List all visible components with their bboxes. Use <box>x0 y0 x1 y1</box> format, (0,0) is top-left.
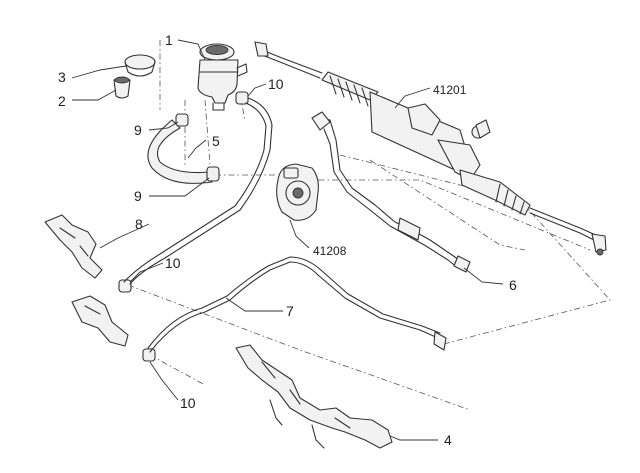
reservoir-part-1 <box>197 43 248 111</box>
callout-5: 5 <box>212 133 220 149</box>
callout-10-upper: 10 <box>268 76 284 92</box>
clamps-part-10 <box>118 91 249 362</box>
filter-part-3 <box>124 54 156 77</box>
pressure-line-part-6 <box>311 111 471 273</box>
callout-3: 3 <box>58 69 66 85</box>
callout-7: 7 <box>286 303 294 319</box>
pump-41208 <box>276 163 319 221</box>
callout-10-lower: 10 <box>180 395 196 411</box>
callout-4: 4 <box>444 432 452 448</box>
callout-10-middle: 10 <box>165 255 181 271</box>
clamps-part-9 <box>175 113 220 182</box>
pipe-part-7 <box>147 256 447 353</box>
callout-41201: 41201 <box>433 83 467 97</box>
callout-41208: 41208 <box>313 244 347 258</box>
callout-9-lower: 9 <box>134 188 142 204</box>
callout-labels: 1 3 2 9 5 9 10 8 10 7 10 4 6 41201 41208 <box>58 32 517 448</box>
callout-8: 8 <box>135 216 143 232</box>
grommet-part-2 <box>113 76 131 99</box>
steering-gear-41201 <box>254 41 607 256</box>
return-hose <box>123 97 273 285</box>
bracket-part-8 <box>44 214 103 279</box>
callout-9-upper: 9 <box>134 122 142 138</box>
leader-lines <box>71 39 504 441</box>
callout-1: 1 <box>165 32 173 48</box>
bracket-part-4 <box>235 344 393 449</box>
bracket-lower-left <box>71 295 129 347</box>
callout-2: 2 <box>58 93 66 109</box>
hose-part-5 <box>147 119 213 184</box>
callout-6: 6 <box>509 277 517 293</box>
